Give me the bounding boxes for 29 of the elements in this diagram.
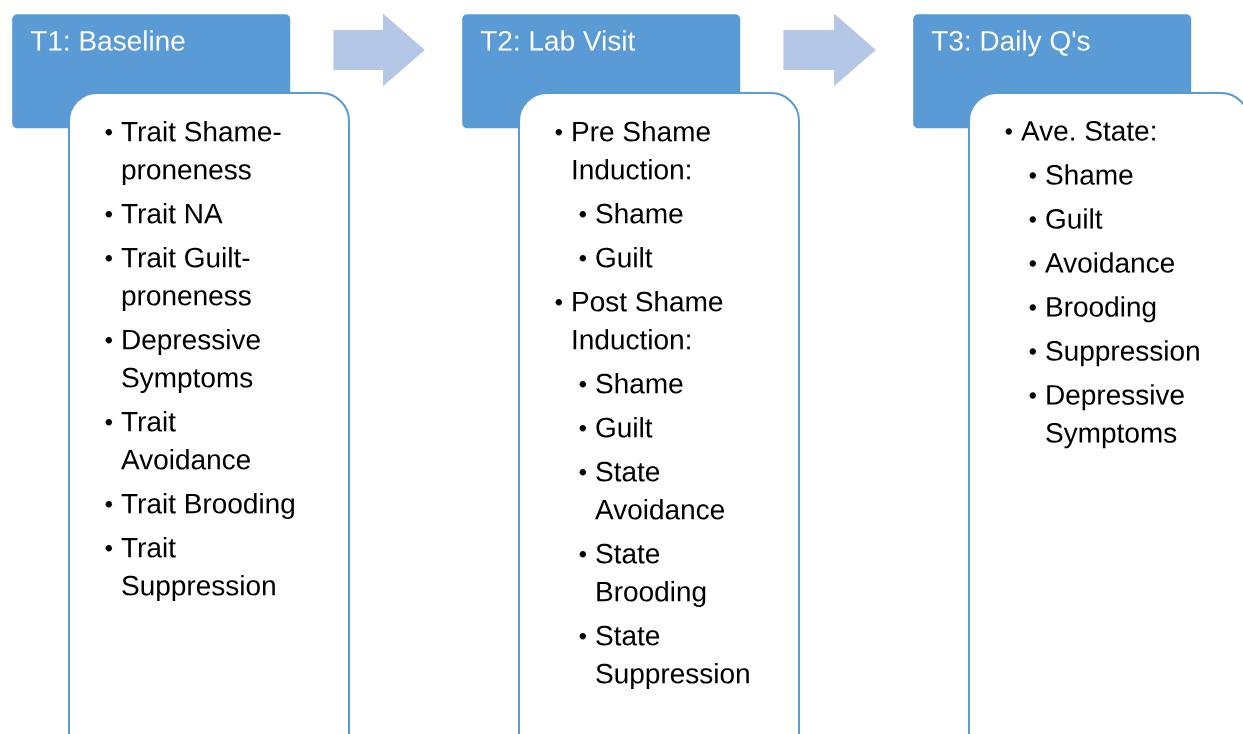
bullet-item: Depressive Symptoms [1029, 384, 1184, 449]
bullet-item: Trait Guilt-proneness [105, 247, 251, 312]
bullet-item: State Brooding [579, 543, 706, 608]
bullet-item: Suppression [1029, 340, 1199, 367]
bullet-item: Depressive Symptoms [105, 329, 260, 394]
header-title: T3: Daily Q's [931, 30, 1090, 57]
bullet-item: State Avoidance [579, 461, 724, 520]
bullet-item: Shame [1029, 164, 1133, 185]
bullet-item: Shame [579, 373, 683, 394]
bullet-item: Ave. State: [1005, 121, 1155, 141]
bullet-item: Shame [579, 203, 683, 224]
bullet-item: Brooding [1029, 296, 1156, 323]
list-panel [518, 92, 800, 734]
bullet-item: Post Shame Induction: [555, 291, 723, 350]
bullet-item: Trait Shame-proneness [105, 121, 281, 186]
bullet-item: Avoidance [1029, 252, 1174, 273]
bullet-item: Trait Avoidance [105, 411, 250, 470]
header-title: T2: Lab Visit [480, 30, 636, 51]
bullet-item: Guilt [1029, 208, 1103, 229]
list-panel [968, 92, 1243, 734]
header-title: T1: Baseline [30, 30, 185, 51]
bullet-item: Trait Suppression [105, 537, 275, 602]
bullet-item: Trait NA [105, 203, 223, 224]
bullet-item: Guilt [579, 247, 653, 268]
bullet-item: Pre Shame Induction: [555, 121, 710, 180]
list-panel [68, 92, 350, 734]
bullet-item: State Suppression [579, 625, 749, 690]
bullet-item: Trait Brooding [105, 493, 294, 520]
bullet-item: Guilt [579, 417, 653, 438]
